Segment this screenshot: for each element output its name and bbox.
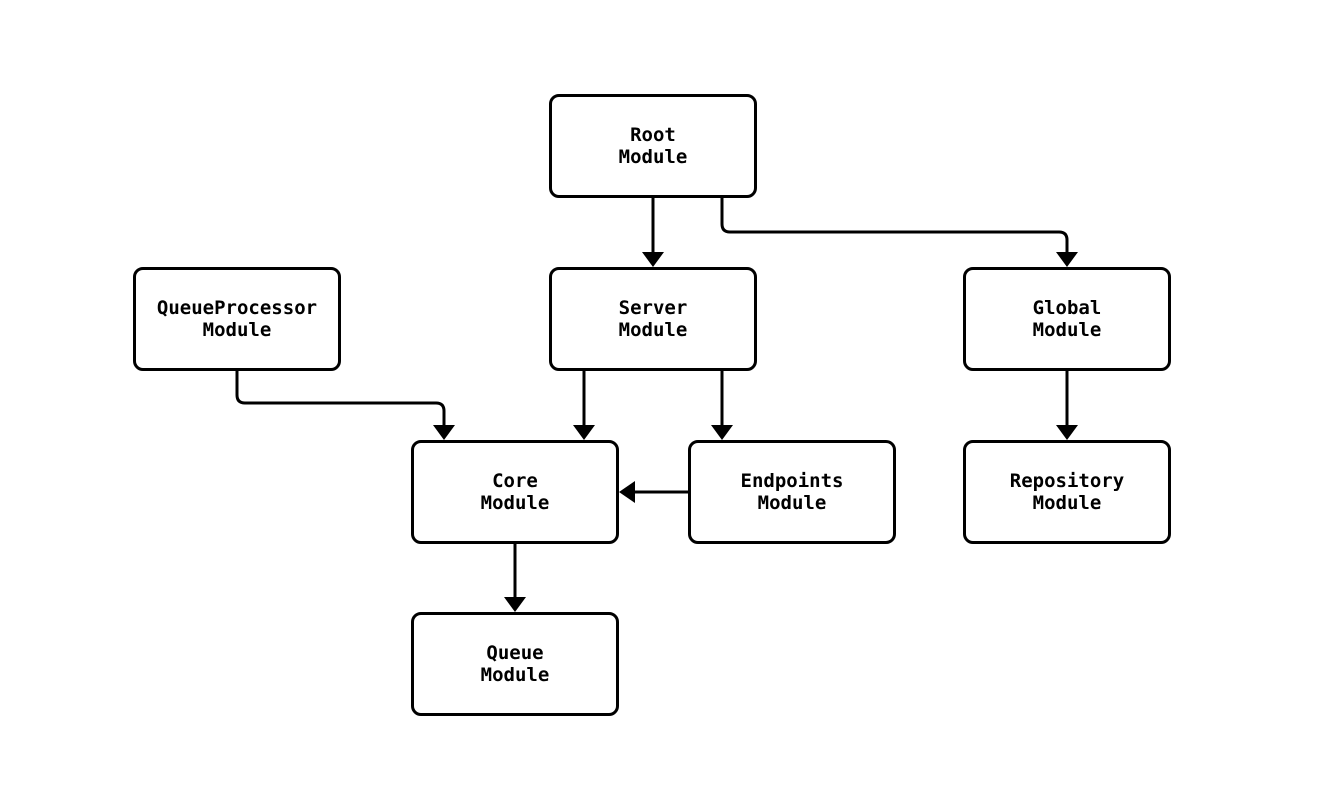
- edge-root-to-server: [642, 198, 664, 267]
- node-repository-module: Repository Module: [963, 440, 1171, 544]
- node-server-module-label: Server Module: [618, 297, 688, 341]
- node-endpoints-module: Endpoints Module: [688, 440, 896, 544]
- node-endpoints-module-label: Endpoints Module: [740, 470, 844, 514]
- node-core-module: Core Module: [411, 440, 619, 544]
- node-core-module-label: Core Module: [480, 470, 550, 514]
- edge-server-to-core: [573, 371, 595, 440]
- edge-global-to-repository: [1056, 371, 1078, 440]
- node-queueprocessor-module-label: QueueProcessor Module: [156, 297, 318, 341]
- node-global-module-label: Global Module: [1032, 297, 1102, 341]
- edge-endpoints-to-core: [619, 481, 688, 503]
- edge-queueprocessor-to-core: [235, 371, 455, 440]
- node-root-module-label: Root Module: [618, 124, 688, 168]
- node-global-module: Global Module: [963, 267, 1171, 371]
- node-queue-module-label: Queue Module: [480, 642, 550, 686]
- node-queueprocessor-module: QueueProcessor Module: [133, 267, 341, 371]
- edge-root-to-global: [720, 198, 1078, 267]
- node-queue-module: Queue Module: [411, 612, 619, 716]
- edge-core-to-queue: [504, 544, 526, 612]
- node-root-module: Root Module: [549, 94, 757, 198]
- edge-server-to-endpoints: [711, 371, 733, 440]
- node-repository-module-label: Repository Module: [1009, 470, 1125, 514]
- node-server-module: Server Module: [549, 267, 757, 371]
